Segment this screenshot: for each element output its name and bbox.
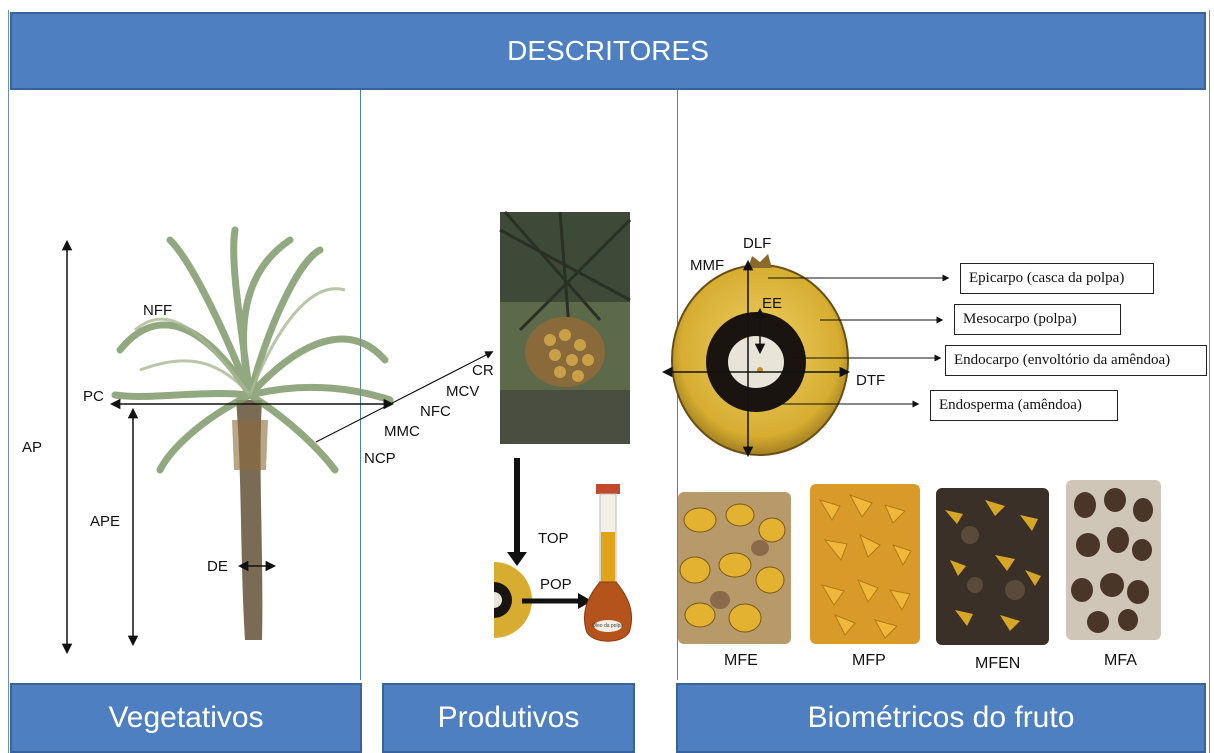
mesocarp-box: Mesocarpo (polpa) bbox=[954, 304, 1121, 335]
top-label: TOP bbox=[538, 530, 569, 547]
section-produtivos: Produtivos bbox=[382, 683, 635, 753]
nfc-label: NFC bbox=[420, 403, 451, 420]
mfp-caption: MFP bbox=[852, 652, 886, 669]
fruit-cross-section bbox=[671, 254, 849, 456]
header-banner: DESCRITORES bbox=[10, 12, 1206, 90]
mmf-label: MMF bbox=[690, 257, 725, 274]
fruit-bunch-photo bbox=[499, 211, 632, 444]
pop-label: POP bbox=[540, 576, 572, 593]
ee-label: EE bbox=[762, 295, 783, 312]
oil-flask-label: Óleo da polpa bbox=[592, 623, 624, 629]
section-vegetativos-label: Vegetativos bbox=[108, 701, 264, 734]
nff-label: NFF bbox=[143, 302, 173, 319]
section-vegetativos: Vegetativos bbox=[10, 683, 362, 753]
ap-label: AP bbox=[22, 439, 43, 456]
endosperm-box: Endosperma (amêndoa) bbox=[930, 390, 1118, 421]
bunch-pointer-arrow bbox=[315, 351, 494, 443]
sample-mfp-photo bbox=[810, 484, 920, 644]
mfa-caption: MFA bbox=[1104, 652, 1137, 669]
dlf-label: DLF bbox=[743, 235, 772, 252]
cr-label: CR bbox=[472, 362, 494, 379]
section-produtivos-label: Produtivos bbox=[437, 701, 580, 734]
header-title: DESCRITORES bbox=[507, 35, 709, 66]
palm-tree-illustration bbox=[111, 226, 394, 640]
mcv-label: MCV bbox=[446, 383, 480, 400]
epicarp-box: Epicarpo (casca da polpa) bbox=[960, 263, 1154, 294]
divider-left bbox=[360, 90, 361, 680]
endocarp-box: Endocarpo (envoltório da amêndoa) bbox=[945, 345, 1207, 376]
de-label: DE bbox=[207, 558, 228, 575]
pc-label: PC bbox=[83, 388, 104, 405]
sample-mfe-photo bbox=[678, 492, 791, 644]
section-biometricos: Biométricos do fruto bbox=[676, 683, 1206, 753]
mfe-caption: MFE bbox=[724, 652, 758, 669]
dtf-label: DTF bbox=[856, 372, 886, 389]
mmc-label: MMC bbox=[384, 423, 420, 440]
fruit-slice-partial bbox=[494, 562, 532, 638]
ape-label: APE bbox=[90, 513, 121, 530]
mfen-caption: MFEN bbox=[975, 655, 1021, 672]
sample-mfa-photo bbox=[1066, 480, 1161, 640]
ncp-label: NCP bbox=[364, 450, 396, 467]
section-biometricos-label: Biométricos do fruto bbox=[807, 701, 1075, 734]
sample-mfen-photo bbox=[936, 488, 1049, 645]
oil-flask bbox=[583, 484, 633, 642]
